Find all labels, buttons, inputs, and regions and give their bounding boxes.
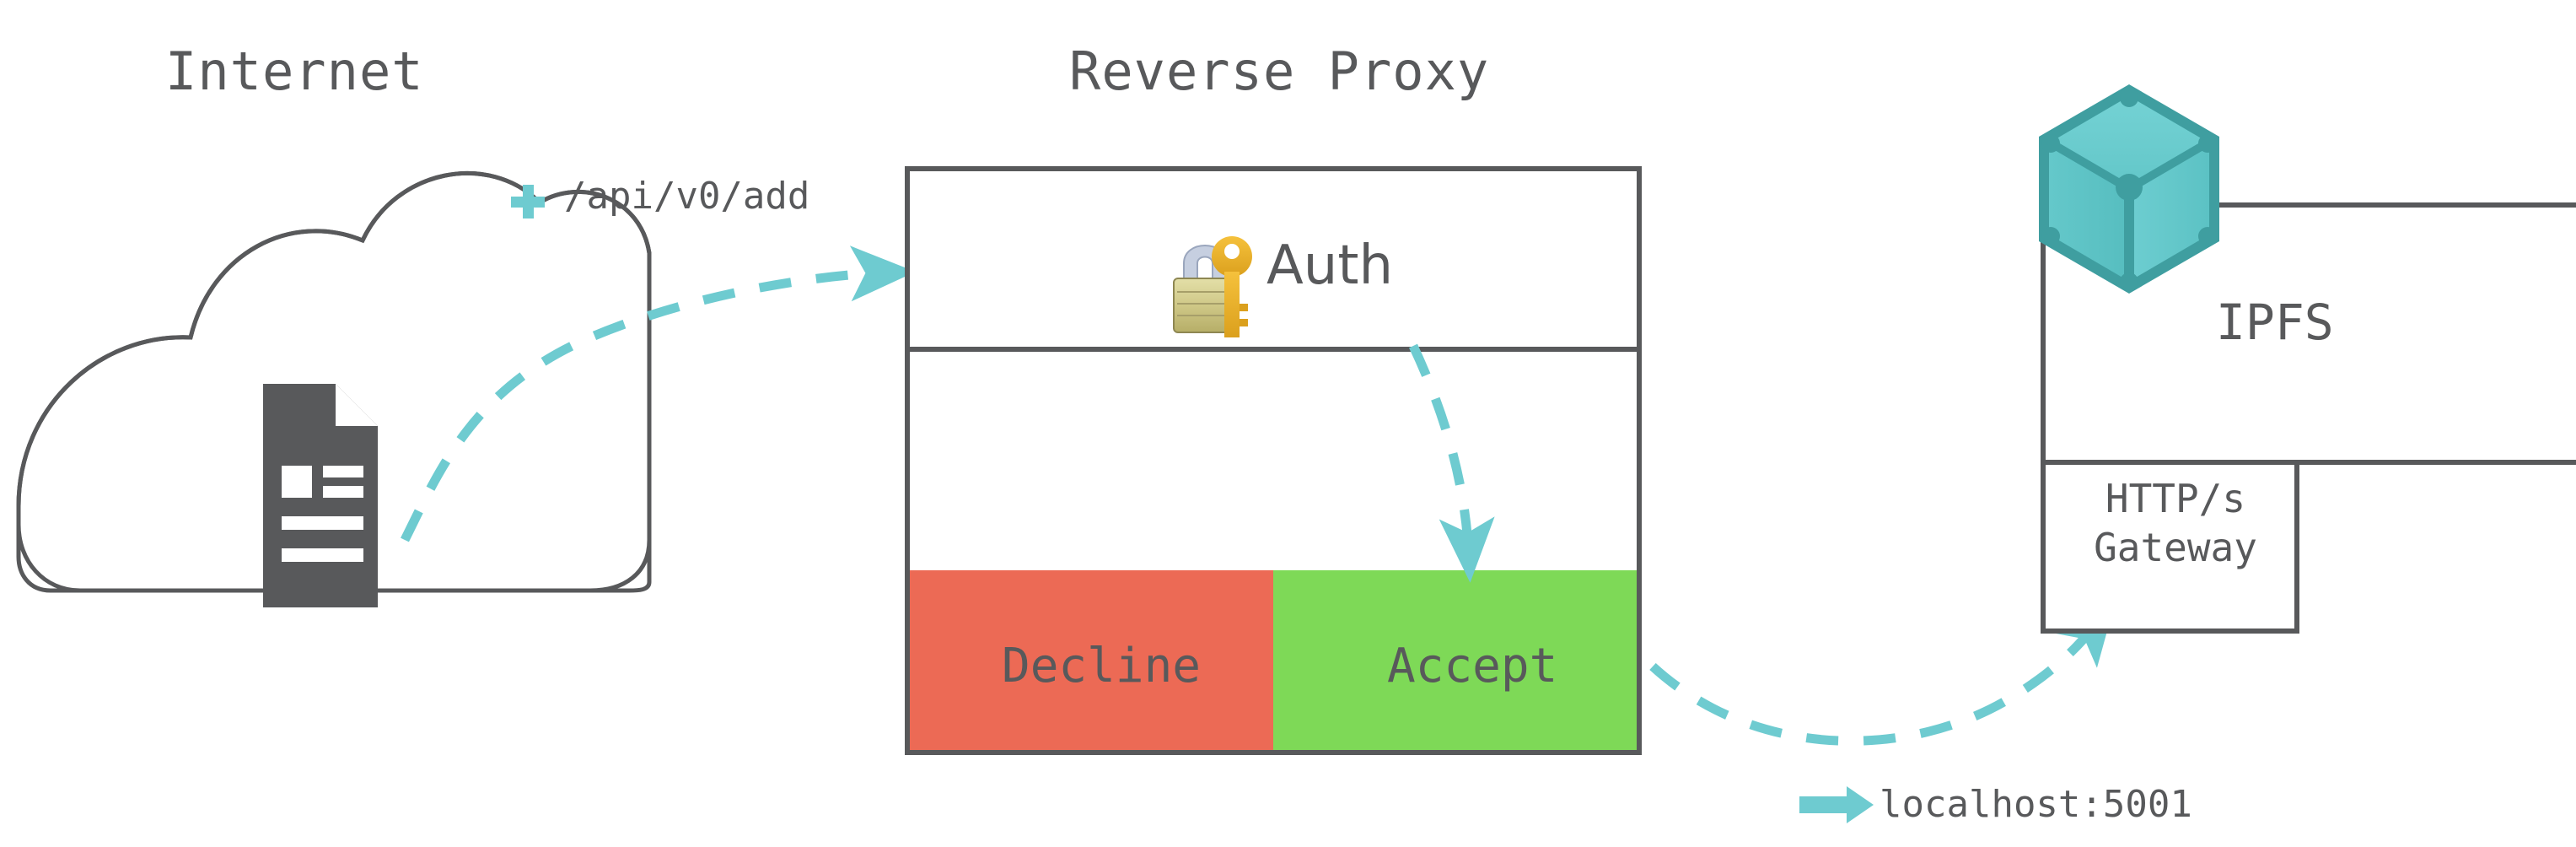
http-gateway-box [2041,460,2299,634]
accept-label[interactable]: Accept [1387,639,1558,693]
reverse-proxy-title: Reverse Proxy [1069,40,1490,102]
http-gateway-label: HTTP/s Gateway [2049,474,2302,572]
document-icon [263,384,378,607]
lock-with-key-icon [1173,236,1252,337]
plus-icon [511,185,545,218]
decline-cell[interactable] [910,570,1273,750]
flow-accept-to-gateway [1649,599,2116,746]
flow-auth-to-accept [1409,343,1495,583]
internet-title: Internet [165,40,424,102]
ipfs-label: IPFS [2216,294,2334,351]
localhost-endpoint-label: localhost:5001 [1880,783,2192,826]
decline-label[interactable]: Decline [1002,639,1202,693]
ipfs-cube-icon [2039,84,2219,294]
flow-internet-to-proxy [401,245,916,542]
accept-cell[interactable] [1273,570,1637,750]
right-arrow-icon [1799,786,1874,823]
http-gateway-label-line1: HTTP/s [2105,476,2246,521]
http-gateway-label-line2: Gateway [2094,525,2257,570]
api-path-label: /api/v0/add [564,175,810,218]
auth-label: Auth [1266,235,1393,297]
